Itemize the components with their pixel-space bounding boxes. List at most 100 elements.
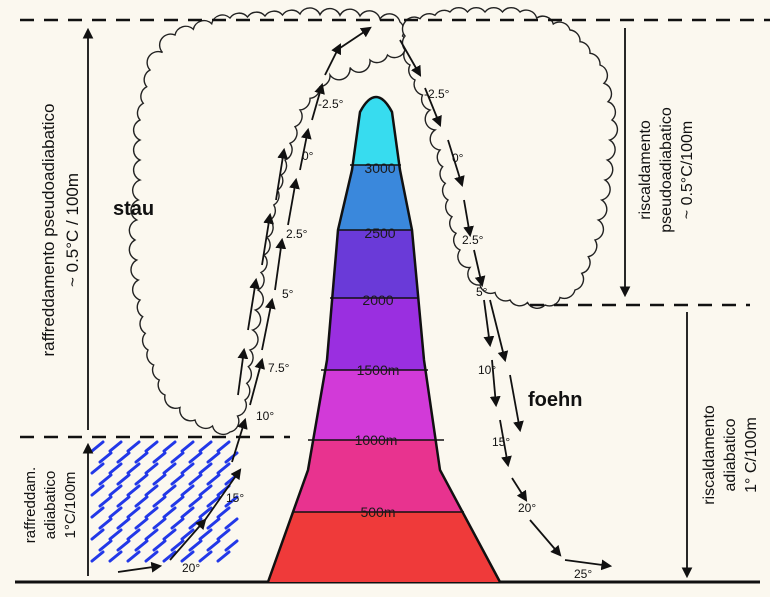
rain-streak (190, 475, 201, 484)
right-top-caption: riscaldamento pseudoadiabatico ~ 0.5°C/1… (637, 107, 696, 233)
left-top-caption: raffreddamento pseudoadiabatico ~ 0.5°C … (39, 104, 82, 357)
rain-streak (154, 519, 165, 528)
rain-streak (208, 541, 219, 550)
rain-streak (218, 508, 229, 517)
rain-streak (200, 442, 211, 451)
flow-arrow (484, 300, 490, 345)
rain-streak (154, 497, 165, 506)
flow-arrow (565, 560, 610, 566)
rain-streak (136, 541, 147, 550)
rain-icon (92, 442, 237, 561)
rain-streak (110, 508, 121, 517)
rain-streak (118, 453, 129, 462)
rain-streak (92, 552, 103, 561)
flow-arrow (262, 300, 272, 350)
rain-streak (218, 552, 229, 561)
temp-right-1: 0° (452, 151, 464, 165)
rain-streak (182, 442, 193, 451)
svg-text:riscaldamento: riscaldamento (637, 120, 654, 220)
rain-streak (208, 475, 219, 484)
flow-arrow (530, 520, 560, 555)
rain-streak (118, 475, 129, 484)
temp-left-7: -2.5° (318, 97, 344, 111)
rain-streak (146, 464, 157, 473)
rain-streak (200, 486, 211, 495)
rain-streak (110, 552, 121, 561)
rain-streak (172, 453, 183, 462)
svg-text:~ 0.5°C / 100m: ~ 0.5°C / 100m (63, 173, 82, 287)
rain-streak (118, 519, 129, 528)
rain-streak (200, 464, 211, 473)
rain-streak (136, 519, 147, 528)
rain-streak (100, 475, 111, 484)
rain-streak (136, 453, 147, 462)
flow-arrow (510, 375, 520, 430)
rain-streak (200, 552, 211, 561)
rain-streak (110, 464, 121, 473)
rain-streak (118, 541, 129, 550)
rain-streak (110, 486, 121, 495)
svg-text:raffreddam.: raffreddam. (22, 467, 39, 543)
rain-streak (164, 508, 175, 517)
rain-streak (136, 475, 147, 484)
temp-left-3: 7.5° (268, 361, 290, 375)
rain-streak (164, 530, 175, 539)
flow-arrow (512, 478, 526, 500)
flow-arrow (288, 180, 296, 225)
rain-streak (128, 552, 139, 561)
rain-streak (172, 519, 183, 528)
temp-left-4: 5° (282, 287, 294, 301)
rain-streak (154, 475, 165, 484)
svg-text:1° C/100m: 1° C/100m (743, 417, 760, 493)
left-bottom-caption: raffreddam. adiabatico 1°C/100m (22, 467, 79, 543)
rain-streak (218, 442, 229, 451)
rain-streak (128, 530, 139, 539)
temp-left-1: 15° (226, 491, 244, 505)
rain-streak (92, 486, 103, 495)
rain-streak (208, 453, 219, 462)
svg-text:raffreddamento pseudoadiabatic: raffreddamento pseudoadiabatico (39, 104, 58, 357)
rain-streak (110, 442, 121, 451)
rain-streak (226, 519, 237, 528)
level-500-label: 500m (360, 504, 395, 520)
rain-streak (172, 497, 183, 506)
rain-streak (208, 519, 219, 528)
rain-streak (128, 486, 139, 495)
rain-streak (154, 453, 165, 462)
rain-streak (200, 530, 211, 539)
temp-left-2: 10° (256, 409, 274, 423)
rain-streak (100, 541, 111, 550)
temp-left-5: 2.5° (286, 227, 308, 241)
temp-right-5: 15° (492, 435, 510, 449)
rain-streak (190, 541, 201, 550)
rain-streak (172, 475, 183, 484)
rain-streak (182, 486, 193, 495)
rain-streak (100, 497, 111, 506)
svg-text:~ 0.5°C/100m: ~ 0.5°C/100m (679, 121, 696, 219)
rain-streak (100, 453, 111, 462)
temp-right-3: 5° (476, 285, 488, 299)
rain-streak (146, 486, 157, 495)
rain-streak (164, 442, 175, 451)
rain-streak (182, 464, 193, 473)
rain-streak (110, 530, 121, 539)
rain-streak (146, 442, 157, 451)
stau-label: stau (113, 198, 154, 220)
svg-text:1°C/100m: 1°C/100m (62, 472, 79, 539)
rain-streak (182, 552, 193, 561)
svg-text:adiabatico: adiabatico (42, 471, 59, 539)
temp-right-0: -2.5° (424, 87, 450, 101)
rain-streak (146, 508, 157, 517)
rain-streak (92, 442, 103, 451)
rain-streak (190, 453, 201, 462)
rain-streak (118, 497, 129, 506)
band-1000-1500 (250, 370, 530, 440)
svg-text:riscaldamento: riscaldamento (701, 405, 718, 505)
rain-streak (128, 508, 139, 517)
rain-streak (172, 541, 183, 550)
flow-arrow (490, 300, 505, 360)
rain-streak (164, 486, 175, 495)
level-2500-label: 2500 (364, 225, 395, 241)
temp-right-4: 10° (478, 363, 496, 377)
temp-right-6: 20° (518, 501, 536, 515)
